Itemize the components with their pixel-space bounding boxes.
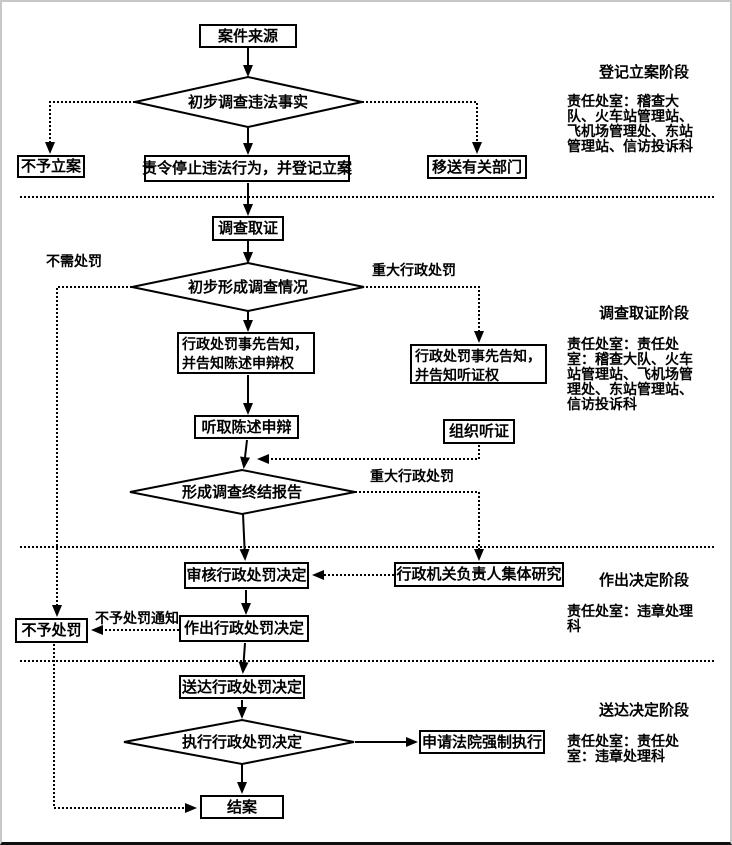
decision-label-final-report: 形成调查终结报告 [181,483,302,501]
edge-diamond1-to-no-filing [45,101,135,154]
stage-responsibility-delivery: 责任处室：责任处室：违章处理科 [567,734,679,765]
node-organize-hearing: 组织听证 [443,419,515,444]
node-case-source: 案件来源 [199,24,297,48]
node-investigate-evidence: 调查取证 [212,216,284,241]
decision-label-form-preliminary: 初步形成调查情况 [187,278,308,296]
edge-label-no-penalty-notice: 不予处罚通知 [95,611,179,627]
decision-form-preliminary-situation [131,261,365,313]
edge-diamond2-to-no-penalty [52,286,132,617]
edge-make-decision-to-deliver [238,642,249,674]
stage-responsibility-registration: 责任处室：稽查大队、火车站管理站、飞机场管理处、东站管理站、信访投诉科 [567,94,693,155]
node-make-decision: 作出行政处罚决定 [179,615,309,642]
node-transfer-departments: 移送有关部门 [427,155,527,179]
node-prior-notice-hearing: 行政处罚事先告知，并告知听证权 [410,344,547,384]
edge-label-major-penalty-2: 重大行政处罚 [370,469,454,485]
edge-no-penalty-to-close [53,644,197,813]
decision-preliminary-investigation [134,75,363,129]
decision-execute-decision [123,718,355,766]
node-prior-notice-statement: 行政处罚事先告知，并告知陈述申辩权 [177,332,315,374]
decision-label-execute-decision: 执行行政处罚决定 [181,733,302,751]
edge-diamond3-to-collective [355,491,484,561]
edge-label-major-penalty-1: 重大行政处罚 [372,263,456,279]
node-listen-statement: 听取陈述申辩 [194,415,299,439]
node-collective-research: 行政机关负责人集体研究 [394,562,564,587]
node-deliver-decision: 送达行政处罚决定 [179,675,305,699]
decision-final-report [129,468,356,516]
stage-responsibility-investigation: 责任处室：责任处室：稽查大队、火车站管理站、飞机场管理处、东站管理站、信访投诉科 [567,337,693,413]
node-review-decision: 审核行政处罚决定 [184,562,309,589]
edge-diamond1-to-transfer [362,101,482,154]
stage-title-delivery: 送达决定阶段 [598,701,689,719]
node-order-stop-register: 责令停止违法行为，并登记立案 [142,155,352,182]
node-no-filing: 不予立案 [17,155,85,178]
node-court-enforcement: 申请法院强制执行 [419,730,545,754]
edge-diamond3-to-review [239,513,250,561]
edge-diamond2-to-prior-notice-hearing [362,286,484,343]
node-no-penalty: 不予处罚 [15,618,88,643]
stage-responsibility-decision: 责任处室：违章处理科 [567,604,693,635]
decision-label-preliminary-investigation: 初步调查违法事实 [187,93,308,111]
stage-title-investigation: 调查取证阶段 [598,304,689,322]
stage-title-registration: 登记立案阶段 [598,63,689,81]
stage-title-decision: 作出决定阶段 [598,571,689,589]
node-close-case: 结案 [200,795,284,819]
edge-listen-to-diamond3 [240,439,250,469]
edge-label-no-penalty-needed: 不需处罚 [46,254,102,270]
edge-hearing-to-mainline [257,445,480,464]
